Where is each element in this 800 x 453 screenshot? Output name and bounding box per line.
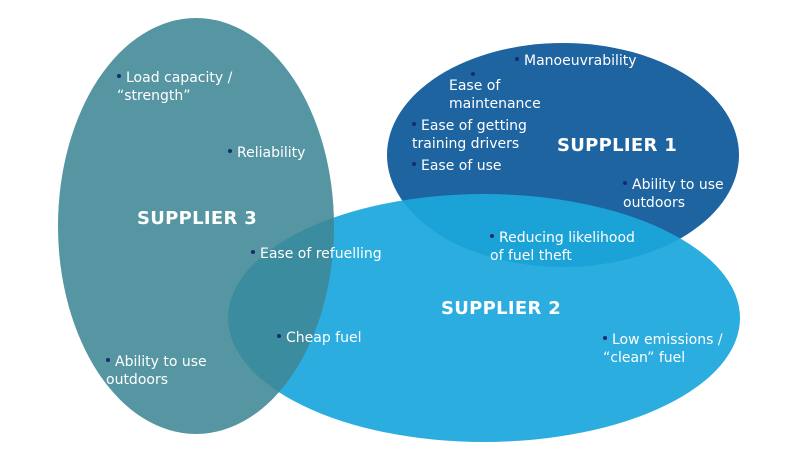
label-outdoors-supplier-1-text: Ability to use outdoors: [623, 177, 724, 211]
label-cheap-fuel-text: Cheap fuel: [286, 330, 362, 346]
label-outdoors-supplier-3: Ability to use outdoors: [106, 353, 207, 389]
supplier-3-heading: SUPPLIER 3: [137, 208, 258, 229]
label-low-emissions: Low emissions / “clean” fuel: [603, 331, 723, 367]
bullet-dot: [603, 336, 607, 340]
supplier-3-ellipse: [58, 18, 334, 434]
label-outdoors-supplier-1: Ability to use outdoors: [623, 176, 724, 212]
label-low-emissions-text: Low emissions / “clean” fuel: [603, 332, 723, 366]
label-ease-of-refuelling: Ease of refuelling: [251, 245, 382, 263]
bullet-dot: [277, 334, 281, 338]
bullet-dot: [106, 358, 110, 362]
supplier-2-heading: SUPPLIER 2: [441, 298, 562, 319]
label-load-capacity: Load capacity / “strength”: [117, 69, 232, 105]
label-fuel-theft-text: Reducing likelihood of fuel theft: [490, 230, 635, 264]
label-fuel-theft: Reducing likelihood of fuel theft: [490, 229, 635, 265]
label-cheap-fuel: Cheap fuel: [277, 329, 361, 347]
label-reliability-text: Reliability: [237, 145, 306, 161]
label-ease-of-use-text: Ease of use: [421, 158, 502, 174]
supplier-2-ellipse: [228, 194, 740, 442]
label-reliability: Reliability: [228, 144, 305, 162]
bullet-dot: [515, 57, 519, 61]
label-load-capacity-text: Load capacity / “strength”: [117, 70, 233, 104]
label-ease-of-use: Ease of use: [412, 157, 502, 175]
bullet-dot: [412, 122, 416, 126]
label-manoeuvrability: Manoeuvrability: [515, 52, 637, 70]
supplier-1-heading: SUPPLIER 1: [557, 135, 678, 156]
label-ease-of-maintenance: Ease of maintenance: [449, 78, 541, 112]
bullet-dot: [490, 234, 494, 238]
bullet-dot: [228, 149, 232, 153]
bullet-dot: [117, 74, 121, 78]
label-ease-of-training-text: Ease of getting training drivers: [412, 118, 527, 152]
bullet-dot-maintenance: [471, 72, 475, 76]
label-ease-of-training: Ease of getting training drivers: [412, 117, 527, 153]
label-manoeuvrability-text: Manoeuvrability: [524, 53, 637, 69]
bullet-dot: [412, 162, 416, 166]
bullet-dot: [623, 181, 627, 185]
bullet-dot: [251, 250, 255, 254]
label-outdoors-supplier-3-text: Ability to use outdoors: [106, 354, 207, 388]
label-ease-of-refuelling-text: Ease of refuelling: [260, 246, 382, 262]
